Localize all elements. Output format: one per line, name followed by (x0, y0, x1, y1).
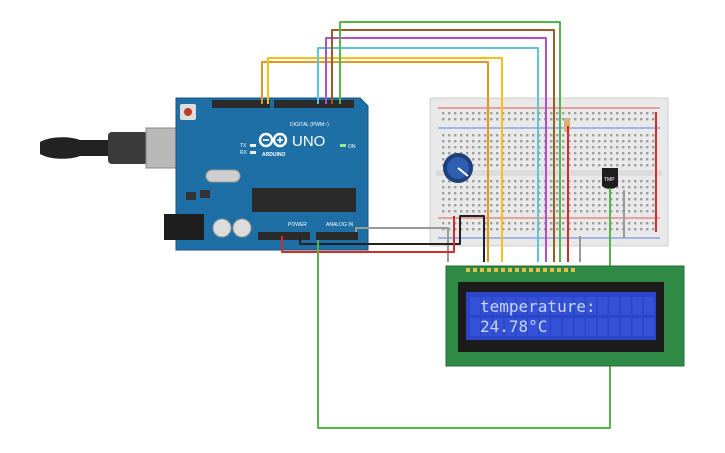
reset-button-cap[interactable] (184, 108, 192, 116)
breadboard[interactable]: TMP (429, 97, 669, 247)
lcd-character-grid (470, 297, 654, 336)
usb-cable[interactable] (40, 127, 179, 169)
wire-red[interactable] (281, 216, 455, 253)
analog-header (316, 232, 358, 240)
wire-cyan[interactable] (317, 47, 539, 262)
board-model: UNO (292, 133, 325, 150)
tx-label: TX (240, 143, 247, 149)
center-channel (436, 170, 662, 176)
arduino-uno-board[interactable]: DIGITAL (PWM~) UNO ARDUINO TX RX ON (164, 97, 369, 251)
capacitor-1 (212, 218, 232, 238)
lcd-line-1: temperature: (480, 297, 596, 316)
power-jack[interactable] (164, 214, 204, 240)
temperature-sensor[interactable]: TMP (602, 168, 618, 189)
tx-led (250, 144, 256, 147)
on-led (340, 144, 346, 147)
wire-orange[interactable] (261, 61, 489, 262)
breadboard-holes (442, 112, 655, 231)
on-label: ON (348, 144, 356, 150)
atmega-chip (252, 188, 356, 212)
potentiometer[interactable] (443, 153, 473, 183)
wire-green[interactable] (339, 21, 561, 262)
digital-header-left (212, 100, 270, 108)
capacitor-2 (232, 218, 252, 238)
wire-yellow[interactable] (267, 57, 503, 262)
wires[interactable] (261, 21, 657, 429)
arduino-logo-icon (258, 132, 288, 148)
wire-black[interactable] (299, 215, 485, 262)
wire-purple[interactable] (325, 37, 547, 262)
rx-led (250, 151, 256, 154)
sensor-label: TMP (604, 177, 615, 183)
regulator (186, 192, 196, 200)
lcd-module[interactable]: temperature: 24.78°C (445, 265, 685, 367)
power-label: POWER (288, 222, 307, 228)
digital-label: DIGITAL (PWM~) (290, 122, 329, 128)
crystal-oscillator (205, 169, 241, 183)
board-maker: ARDUINO (262, 152, 285, 158)
rx-label: RX (240, 150, 248, 156)
wire-brown[interactable] (331, 29, 555, 262)
digital-header-right (274, 100, 354, 108)
lcd-line-2: 24.78°C (480, 317, 547, 336)
analog-label: ANALOG IN (326, 222, 354, 228)
power-header (258, 232, 310, 240)
lcd-pin-header (466, 268, 575, 272)
regulator-2 (200, 190, 210, 198)
